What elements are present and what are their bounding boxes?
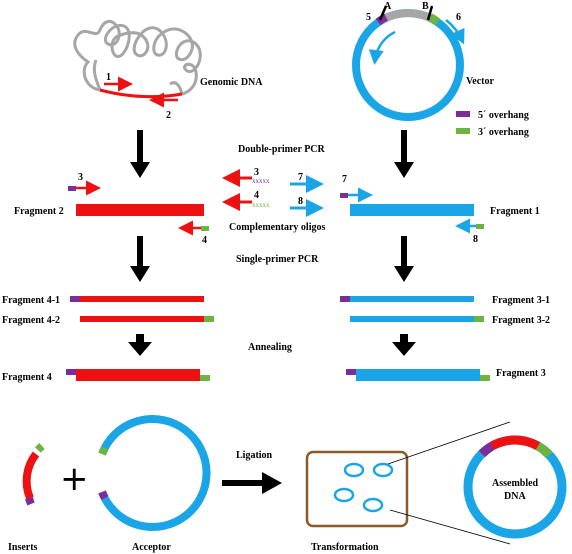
ligation-arrow — [222, 472, 282, 494]
single-primer-pcr-label: Single-primer PCR — [236, 254, 319, 265]
fragment-3-2-label: Fragment 3-2 — [492, 315, 550, 326]
fragment-3-1-bar — [350, 296, 474, 302]
oligo-3-label: 3 — [254, 167, 259, 178]
oligo-7-label: 7 — [298, 172, 303, 183]
annealing-label: Annealing — [248, 342, 292, 353]
transformation-plate — [305, 450, 409, 528]
cut-site-a-arrow — [378, 5, 388, 21]
genomic-target-region — [99, 88, 183, 99]
fragment-3-label: Fragment 3 — [496, 368, 546, 379]
fragment-4-overhang-5 — [66, 369, 76, 375]
fragment-4-2-overhang — [204, 316, 214, 322]
fragment-4-1-overhang — [70, 296, 80, 302]
fragment-4-1-bar — [80, 296, 204, 302]
legend-3-overhang-label: 3´ overhang — [478, 127, 529, 138]
fragment-4-2-bar — [80, 316, 204, 322]
vector-label: Vector — [466, 76, 495, 87]
fragment-4-bar — [76, 369, 200, 381]
fragment-3-2-bar — [350, 316, 474, 322]
primer-2-label: 2 — [166, 110, 171, 121]
inserts-label: Inserts — [8, 542, 38, 553]
vector-inner-arrow — [368, 30, 396, 65]
vector-plasmid — [352, 9, 464, 121]
cut-site-b-arrow — [426, 5, 434, 21]
oligo-upper-marks: xxxxx — [252, 177, 270, 185]
primer-6-label: 6 — [456, 12, 461, 23]
site-b-label: B — [422, 1, 429, 12]
transformed-cells — [333, 462, 394, 513]
fragment-1-bar — [350, 204, 474, 216]
assembled-dna-plasmid — [463, 435, 567, 539]
fragment-1-label: Fragment 1 — [490, 206, 540, 217]
vector-outer-arrow-6 — [445, 19, 465, 45]
primer-8-tail — [476, 224, 484, 229]
oligo-8-label: 8 — [298, 196, 303, 207]
primer-1-label: 1 — [106, 72, 111, 83]
double-primer-pcr-label: Double-primer PCR — [238, 144, 326, 155]
acceptor-label: Acceptor — [132, 542, 171, 553]
legend-3-overhang-swatch — [456, 128, 470, 134]
fragment-3-bar — [356, 369, 480, 381]
fragment-3-overhang-5 — [346, 369, 356, 375]
legend-5-overhang-swatch — [456, 111, 470, 117]
fragment-2-label: Fragment 2 — [14, 206, 64, 217]
fragment-4-label: Fragment 4 — [2, 372, 52, 383]
primer-3-label: 3 — [78, 172, 83, 183]
zoom-line-bottom — [389, 509, 511, 545]
assembled-dna-label-line2: DNA — [504, 491, 526, 502]
fragment-3-1-label: Fragment 3-1 — [492, 295, 550, 306]
primer-3-tail — [68, 186, 76, 191]
zoom-line-top — [387, 421, 511, 465]
primer-4-tail — [201, 226, 209, 231]
oligo-lower-marks: xxxxx — [252, 201, 270, 209]
fragment-4-1-label: Fragment 4-1 — [2, 295, 60, 306]
primer-7-label: 7 — [342, 174, 347, 185]
primer-5-label: 5 — [366, 12, 371, 23]
plus-sign: + — [60, 459, 89, 499]
primer-8-label: 8 — [473, 234, 478, 245]
ligation-label: Ligation — [236, 450, 273, 461]
fragment-3-1-overhang — [340, 296, 350, 302]
genomic-dna-label: Genomic DNA — [200, 77, 263, 88]
oligo-4-label: 4 — [254, 190, 259, 201]
legend-5-overhang-label: 5´ overhang — [478, 110, 529, 121]
primer-4-label: 4 — [202, 235, 207, 246]
fragment-4-overhang-3 — [200, 375, 210, 381]
fragment-4-2-label: Fragment 4-2 — [2, 315, 60, 326]
down-arrows — [128, 130, 416, 356]
fragment-3-2-overhang — [474, 316, 484, 322]
site-a-label: A — [384, 1, 392, 12]
fragment-2-bar — [76, 204, 204, 216]
inserts-arc — [22, 442, 45, 506]
acceptor-plasmid — [98, 415, 211, 531]
transformation-label: Transformation — [311, 542, 379, 553]
complementary-oligos-label: Complementary oligos — [229, 222, 325, 233]
genomic-dna-squiggle — [73, 20, 202, 96]
fragment-3-overhang-3 — [480, 375, 490, 381]
assembled-dna-label-line1: Assembled — [492, 478, 539, 489]
primer-7-tail — [340, 193, 348, 198]
